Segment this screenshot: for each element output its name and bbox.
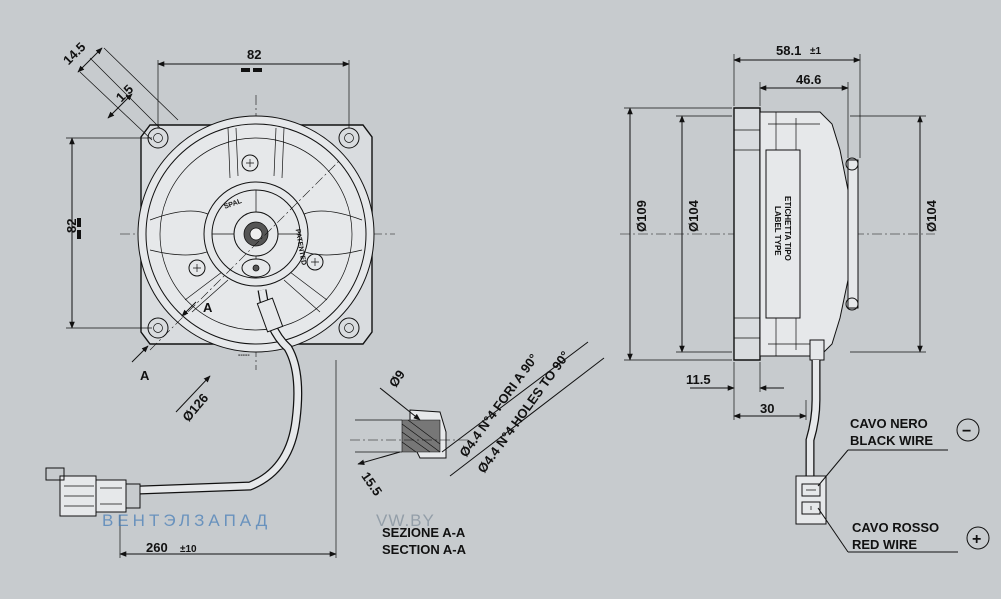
fan-spokes xyxy=(149,127,363,313)
dim-side-depth-value: 30 xyxy=(760,401,774,416)
front-cable xyxy=(139,289,303,495)
black-wire-italian: CAVO NERO xyxy=(850,416,928,431)
dim-side-flange: 11.5 xyxy=(686,362,784,420)
dim-cable-length-value: 260 xyxy=(146,540,168,555)
front-connector xyxy=(45,467,141,517)
section-marker-lower: A xyxy=(140,368,150,383)
red-wire-english: RED WIRE xyxy=(852,537,917,552)
dim-tab-width-value: 14.5 xyxy=(60,39,89,68)
dim-front-diameter-value: Ø126 xyxy=(179,390,211,424)
dim-side-body: 46.6 xyxy=(759,72,849,158)
dim-side-right-value: Ø104 xyxy=(924,199,939,232)
section-marker-upper: A xyxy=(203,300,213,315)
dim-side-total-tol: ±1 xyxy=(810,46,821,57)
dim-front-width-value: 82 xyxy=(247,47,261,62)
dim-cable-length-tol: ±10 xyxy=(180,544,197,555)
dim-cable-length: 260 ±10 xyxy=(119,360,337,558)
section-title-italian: SEZIONE A-A xyxy=(382,525,466,540)
minus-symbol: − xyxy=(962,423,971,440)
label-type-italian: ETICHETTA TIPO xyxy=(783,196,792,261)
front-view: SPAL PATENTED ----- 82 82 xyxy=(45,39,395,558)
hub-screws xyxy=(188,154,324,278)
dim-side-depth: 30 xyxy=(733,400,807,420)
watermark: ВЕНТЭЛЗАПАД VW.BY xyxy=(102,511,435,530)
section-marker: A A xyxy=(131,159,341,383)
dim-side-total-value: 58.1 xyxy=(776,43,801,58)
dim-side-inner: Ø104 xyxy=(676,115,732,353)
dim-front-width: 82 xyxy=(157,47,350,128)
svg-text:-----: ----- xyxy=(238,352,250,359)
dim-side-body-value: 46.6 xyxy=(796,72,821,87)
dim-front-diameter: Ø126 xyxy=(175,375,211,424)
side-view: ETICHETTA TIPO LABEL TYPE 58.1 ±1 xyxy=(620,43,990,553)
plus-symbol: + xyxy=(972,531,981,548)
dim-side-outer-value: Ø109 xyxy=(634,200,649,232)
dim-side-inner-value: Ø104 xyxy=(686,199,701,232)
red-wire-italian: CAVO ROSSO xyxy=(852,520,939,535)
dim-side-right: Ø104 xyxy=(850,115,939,353)
black-wire-callout: CAVO NERO BLACK WIRE − xyxy=(817,416,980,487)
dim-front-height-value: 82 xyxy=(64,219,79,233)
black-wire-english: BLACK WIRE xyxy=(850,433,933,448)
dim-side-outer: Ø109 xyxy=(624,107,732,361)
dim-front-height: 82 xyxy=(64,137,152,329)
red-wire-callout: CAVO ROSSO RED WIRE + xyxy=(817,507,990,553)
watermark-right: VW.BY xyxy=(376,511,435,530)
section-title-english: SECTION A-A xyxy=(382,542,467,557)
dim-tab-offset-value: 1.5 xyxy=(113,82,136,105)
dim-side-flange-value: 11.5 xyxy=(686,372,711,387)
label-type-english: LABEL TYPE xyxy=(773,206,782,256)
dim-hole-diameter-value: Ø9 xyxy=(386,367,408,390)
dim-side-total: 58.1 ±1 xyxy=(733,43,861,158)
side-connector xyxy=(795,475,827,525)
dim-hole-depth-value: 15.5 xyxy=(358,469,385,498)
watermark-left: ВЕНТЭЛЗАПАД xyxy=(102,511,271,530)
